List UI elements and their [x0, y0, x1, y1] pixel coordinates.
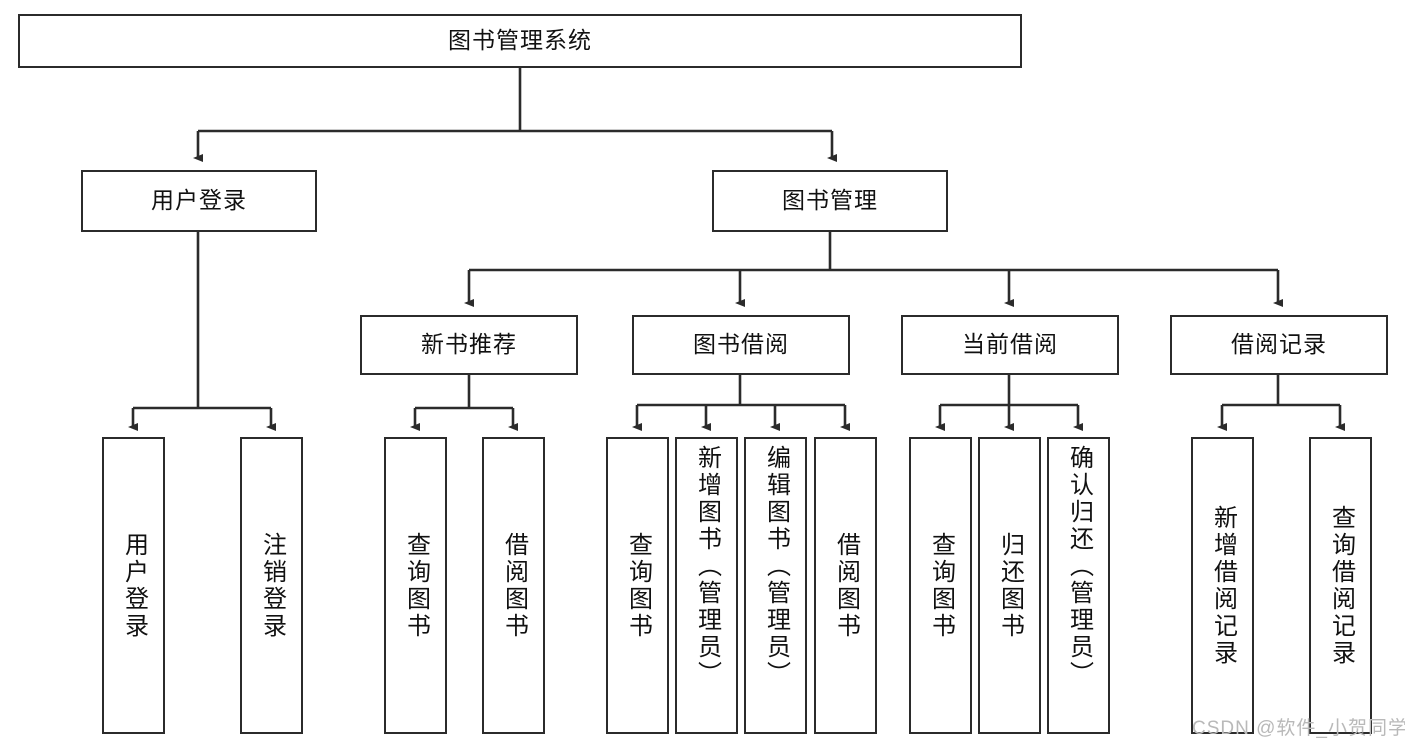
leaf-current-borrow-return[interactable]: 归还图书	[978, 437, 1041, 734]
leaf-book-borrow-edit[interactable]: 编辑图书（管理员）	[744, 437, 807, 734]
node-new-book-recommend-label: 新书推荐	[421, 331, 517, 358]
node-current-borrow-label: 当前借阅	[962, 331, 1058, 358]
leaf-label: 归还图书	[996, 531, 1024, 640]
leaf-label: 借阅图书	[500, 531, 528, 640]
leaf-new-book-query[interactable]: 查询图书	[384, 437, 447, 734]
leaf-book-borrow-add[interactable]: 新增图书（管理员）	[675, 437, 738, 734]
node-borrow-record-label: 借阅记录	[1231, 331, 1327, 358]
node-book-borrow-label: 图书借阅	[693, 331, 789, 358]
leaf-label: 用户登录	[120, 531, 148, 640]
leaf-new-book-borrow[interactable]: 借阅图书	[482, 437, 545, 734]
node-book-management-label: 图书管理	[782, 187, 878, 214]
node-root[interactable]: 图书管理系统	[18, 14, 1022, 68]
leaf-user-login-login[interactable]: 用户登录	[102, 437, 165, 734]
node-root-label: 图书管理系统	[448, 27, 592, 54]
leaf-label: 新增借阅记录	[1209, 504, 1237, 667]
leaf-label: 查询图书	[624, 531, 652, 640]
leaf-label: 确认归还（管理员）	[1065, 445, 1093, 688]
leaf-label: 借阅图书	[832, 531, 860, 640]
leaf-label: 查询借阅记录	[1327, 504, 1355, 667]
leaf-label: 查询图书	[927, 531, 955, 640]
leaf-book-borrow-borrow[interactable]: 借阅图书	[814, 437, 877, 734]
node-book-borrow[interactable]: 图书借阅	[632, 315, 850, 375]
node-borrow-record[interactable]: 借阅记录	[1170, 315, 1388, 375]
leaf-borrow-record-query[interactable]: 查询借阅记录	[1309, 437, 1372, 734]
node-current-borrow[interactable]: 当前借阅	[901, 315, 1119, 375]
leaf-label: 编辑图书（管理员）	[762, 445, 790, 688]
node-new-book-recommend[interactable]: 新书推荐	[360, 315, 578, 375]
leaf-current-borrow-confirm-return[interactable]: 确认归还（管理员）	[1047, 437, 1110, 734]
node-user-login[interactable]: 用户登录	[81, 170, 317, 232]
node-book-management[interactable]: 图书管理	[712, 170, 948, 232]
leaf-current-borrow-query[interactable]: 查询图书	[909, 437, 972, 734]
leaf-user-login-logout[interactable]: 注销登录	[240, 437, 303, 734]
node-user-login-label: 用户登录	[151, 187, 247, 214]
leaf-label: 注销登录	[258, 531, 286, 640]
leaf-borrow-record-add[interactable]: 新增借阅记录	[1191, 437, 1254, 734]
watermark: CSDN @软件_小贺同学	[1192, 718, 1405, 739]
leaf-book-borrow-query[interactable]: 查询图书	[606, 437, 669, 734]
leaf-label: 新增图书（管理员）	[693, 445, 721, 688]
leaf-label: 查询图书	[402, 531, 430, 640]
